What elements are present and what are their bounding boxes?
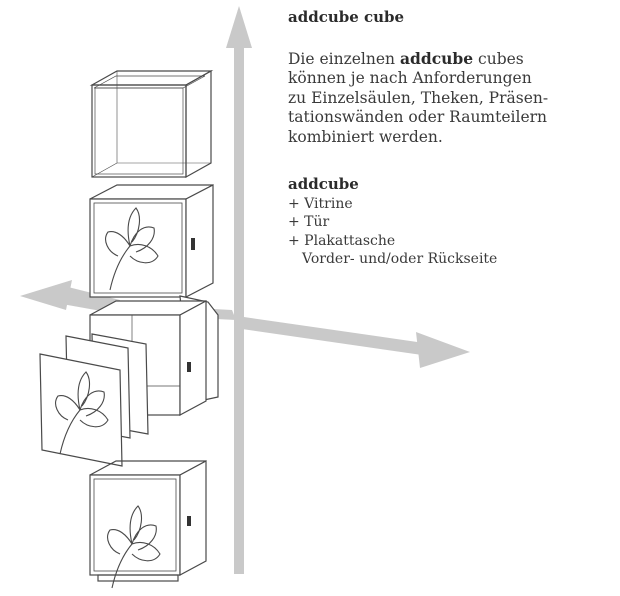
vitrine-cube (89, 69, 214, 179)
option-tuer: + Tür (288, 214, 330, 230)
option-plakattasche: + Plakattasche (288, 232, 396, 249)
bottom-cube (89, 459, 207, 589)
info-text-column: addcube cube Die einzelnen addcube cubes… (288, 8, 613, 269)
description-line-2: können je nach Anforderungen (288, 69, 532, 87)
description-line-1: Die einzelnen addcube cubes (288, 48, 524, 68)
options-list: + Vitrine + Tür + Plakattasche Vorder- u… (288, 195, 613, 269)
door-cube (89, 184, 214, 298)
description-line-3: zu Einzelsäulen, Theken, Präsen- (288, 88, 549, 107)
option-vitrine: + Vitrine (288, 195, 353, 212)
description-line-5: kombiniert werden. (288, 127, 443, 146)
heading: addcube cube (288, 8, 405, 26)
door-panels (39, 333, 149, 467)
description-line-4: tationswänden oder Raumteilern (288, 108, 548, 126)
option-plakattasche-detail: Vorder- und/oder Rückseite (302, 251, 498, 267)
options-title: addcube (288, 175, 359, 193)
description: Die einzelnen addcube cubes können je na… (288, 49, 613, 148)
